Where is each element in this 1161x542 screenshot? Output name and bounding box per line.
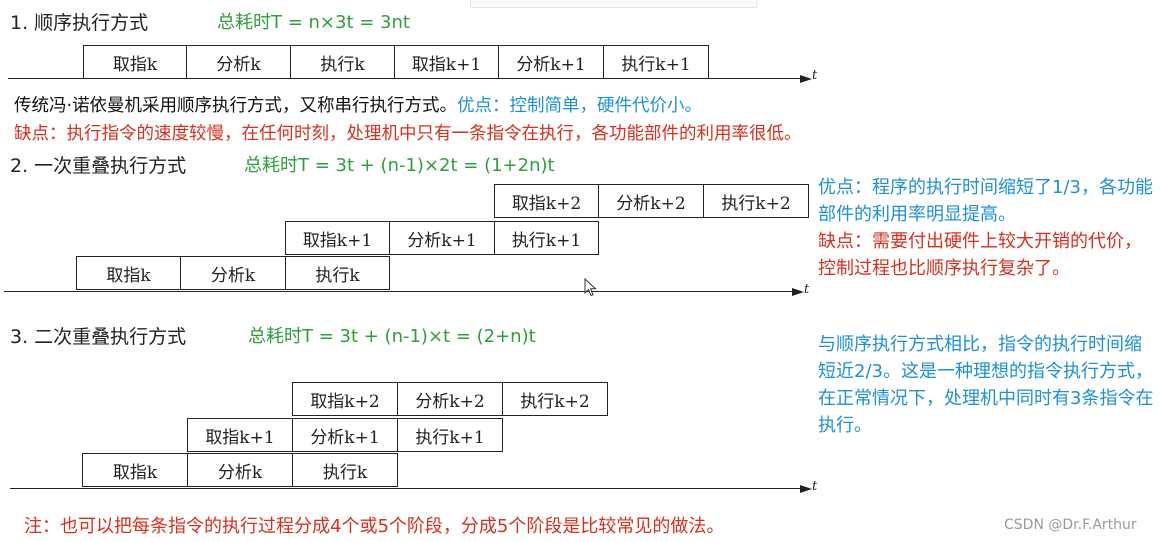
mouse-cursor-icon bbox=[584, 278, 597, 297]
section2-formula: 总耗时T = 3t + (n-1)×2t = (1+2n)t bbox=[244, 155, 555, 176]
seq-box-execute-k: 执行k bbox=[290, 45, 395, 79]
section2-title: 2. 一次重叠执行方式 bbox=[10, 155, 187, 177]
ov1-box-analyze-k: 分析k bbox=[180, 256, 286, 290]
ov2-box-fetch-k: 取指k bbox=[82, 453, 188, 487]
ov1-box-execute-k: 执行k bbox=[285, 256, 390, 290]
section3-formula: 总耗时T = 3t + (n-1)×t = (2+n)t bbox=[248, 326, 536, 347]
section2-t-label: t bbox=[804, 282, 810, 297]
section2-disadvantage-note: 缺点：需要付出硬件上较大开销的代价，控制过程也比顺序执行复杂了。 bbox=[818, 231, 1142, 279]
ov2-box-fetch-k2: 取指k+2 bbox=[292, 382, 398, 416]
section1-disadvantage: 缺点：执行指令的速度较慢，在任何时刻，处理机中只有一条指令在执行，各功能部件的利… bbox=[14, 124, 802, 144]
ov2-box-analyze-k1: 分析k+1 bbox=[292, 418, 398, 452]
seq-box-analyze-k: 分析k bbox=[186, 45, 291, 79]
section1-time-axis bbox=[8, 78, 804, 79]
section3-axis-arrow bbox=[800, 485, 812, 493]
ov1-box-fetch-k: 取指k bbox=[76, 256, 181, 290]
ov2-box-fetch-k1: 取指k+1 bbox=[187, 418, 293, 452]
ov2-box-analyze-k: 分析k bbox=[187, 453, 293, 487]
section1-t-label: t bbox=[812, 68, 818, 83]
section2-time-axis bbox=[4, 291, 796, 292]
ov1-box-analyze-k1: 分析k+1 bbox=[389, 221, 495, 255]
top-scroll-strip bbox=[470, 0, 757, 8]
section1-formula: 总耗时T = n×3t = 3nt bbox=[217, 12, 410, 33]
ov1-box-fetch-k1: 取指k+1 bbox=[285, 221, 390, 255]
ov1-box-analyze-k2: 分析k+2 bbox=[598, 184, 704, 218]
section3-title: 3. 二次重叠执行方式 bbox=[10, 326, 187, 348]
ov1-box-execute-k1: 执行k+1 bbox=[494, 221, 599, 255]
section2-advantage-note: 优点：程序的执行时间缩短了1/3，各功能部件的利用率明显提高。 bbox=[818, 177, 1153, 225]
section1-desc-line1: 传统冯·诺依曼机采用顺序执行方式，又称串行执行方式。优点：控制简单，硬件代价小。 bbox=[14, 92, 702, 117]
ov2-box-analyze-k2: 分析k+2 bbox=[397, 382, 503, 416]
seq-box-analyze-k1: 分析k+1 bbox=[498, 45, 604, 79]
section2-axis-arrow bbox=[792, 288, 804, 296]
section1-title: 1. 顺序执行方式 bbox=[10, 12, 149, 34]
seq-box-fetch-k: 取指k bbox=[83, 45, 187, 79]
section3-t-label: t bbox=[812, 479, 818, 494]
section1-axis-arrow bbox=[800, 75, 812, 83]
section3-time-axis bbox=[10, 488, 804, 489]
footer-note: 注：也可以把每条指令的执行过程分成4个或5个阶段，分成5个阶段是比较常见的做法。 bbox=[24, 516, 725, 537]
ov1-box-fetch-k2: 取指k+2 bbox=[494, 184, 599, 218]
section1-advantage: 优点：控制简单，硬件代价小。 bbox=[457, 96, 703, 116]
ov2-box-execute-k2: 执行k+2 bbox=[502, 382, 608, 416]
seq-box-execute-k1: 执行k+1 bbox=[603, 45, 709, 79]
seq-box-fetch-k1: 取指k+1 bbox=[394, 45, 499, 79]
section3-comparison-note: 与顺序执行方式相比，指令的执行时间缩短近2/3。这是一种理想的指令执行方式，在正… bbox=[818, 334, 1154, 436]
ov1-box-execute-k2: 执行k+2 bbox=[703, 184, 809, 218]
ov2-box-execute-k: 执行k bbox=[292, 453, 398, 487]
ov2-box-execute-k1: 执行k+1 bbox=[397, 418, 503, 452]
watermark: CSDN @Dr.F.Arthur bbox=[1004, 517, 1137, 533]
section1-desc-black: 传统冯·诺依曼机采用顺序执行方式，又称串行执行方式。 bbox=[14, 96, 458, 116]
